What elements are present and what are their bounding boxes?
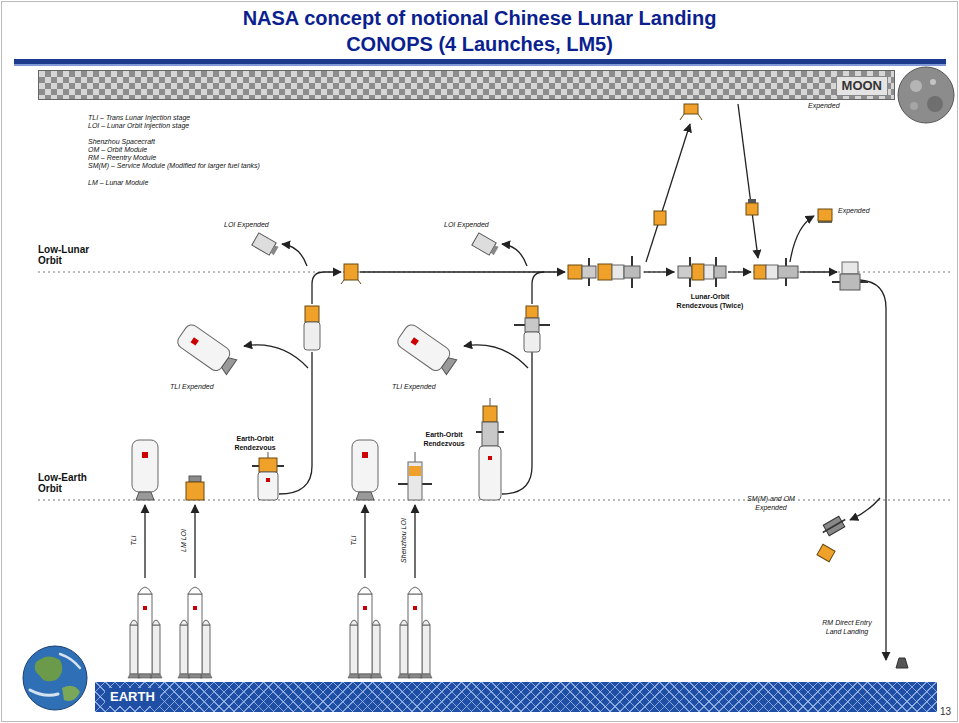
page-number: 13 — [940, 706, 951, 718]
diagram-title: NASA concept of notional Chinese Lunar L… — [0, 6, 959, 30]
moon-globe — [898, 67, 954, 123]
orbit-label: Low-Lunar Orbit — [38, 244, 93, 266]
abbreviation-note: Shenzhou Spacecraft — [88, 138, 155, 146]
landing-note: RM Direct Entry Land Landing — [818, 618, 876, 636]
abbreviation-note: OM – Orbit Module — [88, 146, 147, 154]
abbreviation-note: SM(M) – Service Module (Modified for lar… — [88, 162, 260, 170]
title-line: CONOPS (4 Launches, LM5) — [0, 32, 959, 56]
orbit-label: Low-Earth Orbit — [38, 472, 93, 494]
expended-note: LOI Expended — [444, 220, 489, 229]
expended-note: Expended — [808, 101, 840, 110]
earth-globe — [23, 646, 87, 710]
abbreviation-note: RM – Reentry Module — [88, 154, 156, 162]
rendezvous-label: Lunar-Orbit Rendezvous (Twice) — [672, 292, 748, 310]
title-rule — [14, 59, 946, 66]
expended-note: TLI Expended — [392, 382, 436, 391]
expended-note: SM(M) and OM Expended — [733, 494, 809, 512]
lunar-orbit-spacecraft — [568, 82, 908, 668]
rendezvous-label: Earth-Orbit Rendezvous — [416, 430, 472, 448]
leo-spacecraft — [132, 398, 504, 500]
rendezvous-label: Earth-Orbit Rendezvous — [224, 434, 286, 452]
expended-note: Expended — [838, 206, 870, 215]
expended-note: TLI Expended — [170, 382, 214, 391]
moon-band: MOON — [38, 70, 895, 100]
orbit-lines — [38, 272, 952, 500]
launch-label: TLI — [349, 505, 358, 575]
band-label: EARTH — [105, 688, 160, 706]
abbreviation-note: LOI – Lunar Orbit Injection stage — [88, 122, 189, 130]
abbreviation-note: LM – Lunar Module — [88, 179, 148, 187]
expended-stages — [175, 233, 500, 378]
launch-label: TLI — [129, 505, 138, 575]
launch-label: LM LOI — [179, 505, 188, 575]
launch-vehicles — [128, 505, 432, 678]
launch-label: Shenzhou LOI — [399, 505, 408, 575]
expended-note: LOI Expended — [224, 220, 269, 229]
transfer-trajectories — [244, 104, 886, 660]
band-label: MOON — [836, 76, 888, 96]
abbreviation-note: TLI – Trans Lunar Injection stage — [88, 114, 190, 122]
earth-band: EARTH — [95, 682, 937, 712]
